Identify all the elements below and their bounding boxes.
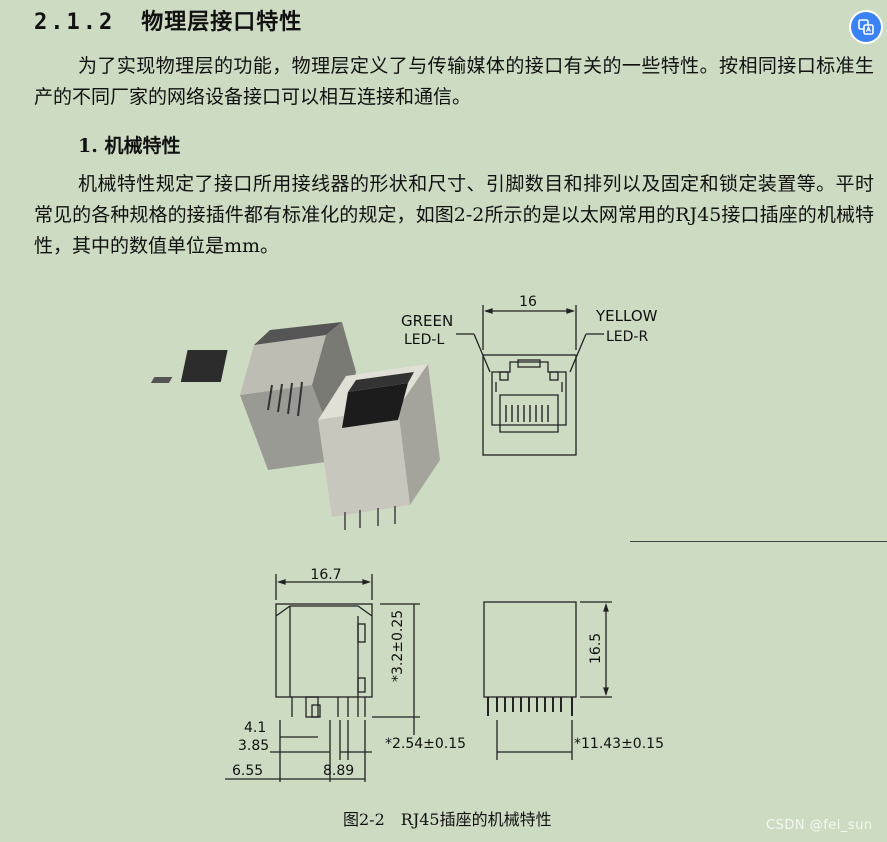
back-view-drawing	[483, 601, 612, 760]
side-height-label: *3.2±0.25	[390, 610, 406, 682]
side-dim-3: 6.55	[232, 763, 263, 779]
side-dim-2: 3.85	[238, 738, 269, 754]
led-left-label: LED-L	[404, 332, 444, 348]
translate-button[interactable]	[851, 12, 881, 42]
section-title: 物理层接口特性	[141, 9, 303, 35]
section-number: 2.1.2	[34, 10, 116, 35]
horizontal-rule	[630, 541, 887, 542]
led-right-color: YELLOW	[595, 307, 658, 325]
back-height-label: 16.5	[588, 633, 604, 664]
side-dim-1: 4.1	[244, 720, 266, 736]
side-view-drawing	[225, 574, 420, 782]
side-width-label: 16.7	[310, 567, 341, 583]
translate-icon	[858, 19, 874, 35]
intro-paragraph: 为了实现物理层的功能，物理层定义了与传输媒体的接口有关的一些特性。按相同接口标准…	[34, 55, 874, 108]
side-dim-4: 8.89	[323, 763, 354, 779]
subsection-heading: 1. 机械特性	[78, 135, 181, 157]
front-width-label: 16	[519, 294, 537, 310]
led-right-label: LED-R	[606, 329, 648, 345]
front-view-drawing	[456, 305, 604, 456]
led-left-color: GREEN	[401, 312, 453, 330]
section-heading: 2.1.2 物理层接口特性	[34, 4, 302, 36]
rj45-photo	[150, 322, 440, 530]
mechanical-paragraph: 机械特性规定了接口所用接线器的形状和尺寸、引脚数目和排列以及固定和锁定装置等。平…	[34, 173, 874, 257]
back-pitch-label: *11.43±0.15	[574, 736, 664, 752]
watermark: CSDN @fei_sun	[766, 818, 873, 833]
side-pitch-label: *2.54±0.15	[385, 736, 466, 752]
figure-caption: 图2-2 RJ45插座的机械特性	[343, 810, 552, 829]
